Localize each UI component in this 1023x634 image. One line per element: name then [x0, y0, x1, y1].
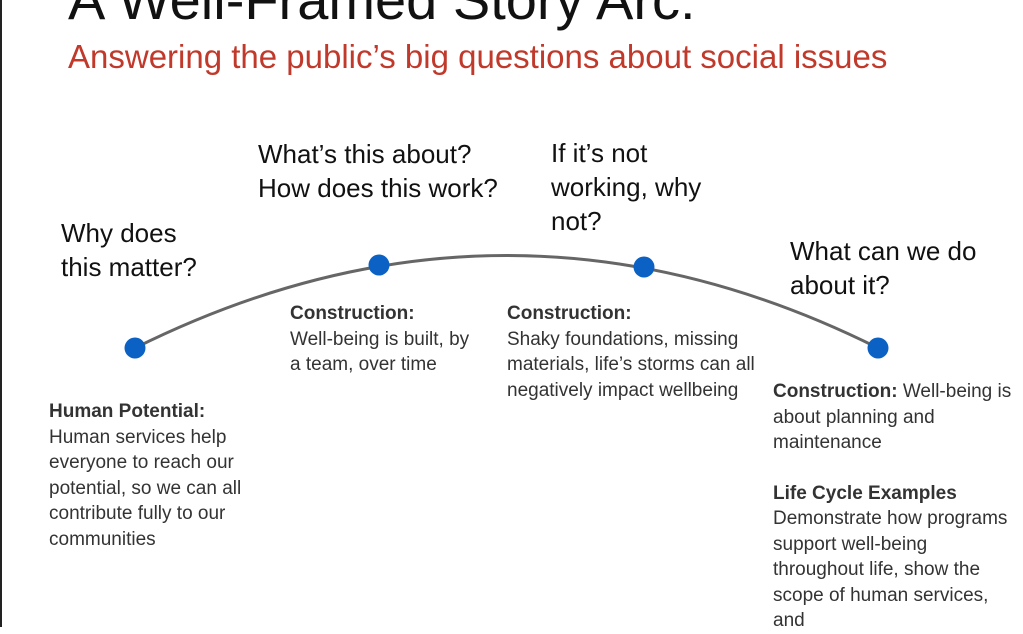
question-why-matter: Why does this matter? [61, 218, 197, 282]
arc-node-3 [633, 256, 655, 278]
arc-node-2 [368, 254, 390, 276]
question-why-not-working: If it’s not working, why not? [551, 138, 702, 236]
slide-title: A Well-Framed Story Arc: [68, 0, 696, 32]
stage-4-body: Well-being is about planning and mainten… [773, 381, 1012, 453]
stage-4-examples-body: Demonstrate how programs support well-be… [773, 508, 1008, 631]
stage-2-description: Construction: Well-being is built, by a … [290, 301, 475, 378]
question-what-about: What’s this about? How does this work? [258, 139, 498, 203]
stage-3-heading: Construction: [507, 303, 632, 324]
story-arc-line [134, 254, 879, 350]
stage-2-body: Well-being is built, by a team, over tim… [290, 328, 470, 376]
slide-left-border [0, 0, 2, 627]
stage-1-body: Human services help everyone to reach ou… [49, 426, 242, 550]
stage-4-construction: Construction: Well-being is about planni… [773, 379, 1013, 456]
stage-4-heading: Construction: [773, 381, 898, 402]
stage-4-description: Construction: Well-being is about planni… [773, 379, 1013, 634]
slide-subtitle: Answering the public’s big questions abo… [68, 38, 888, 75]
stage-4-examples-heading: Life Cycle Examples [773, 482, 957, 504]
stage-3-description: Construction: Shaky foundations, missing… [507, 301, 769, 403]
question-what-can-we-do: What can we do about it? [790, 236, 977, 300]
stage-3-body: Shaky foundations, missing materials, li… [507, 328, 755, 401]
arc-node-4 [867, 337, 889, 359]
arc-node-1 [124, 337, 146, 359]
stage-1-description: Human Potential: Human services help eve… [49, 399, 244, 552]
stage-1-heading: Human Potential: [49, 401, 206, 422]
stage-2-heading: Construction: [290, 303, 415, 324]
